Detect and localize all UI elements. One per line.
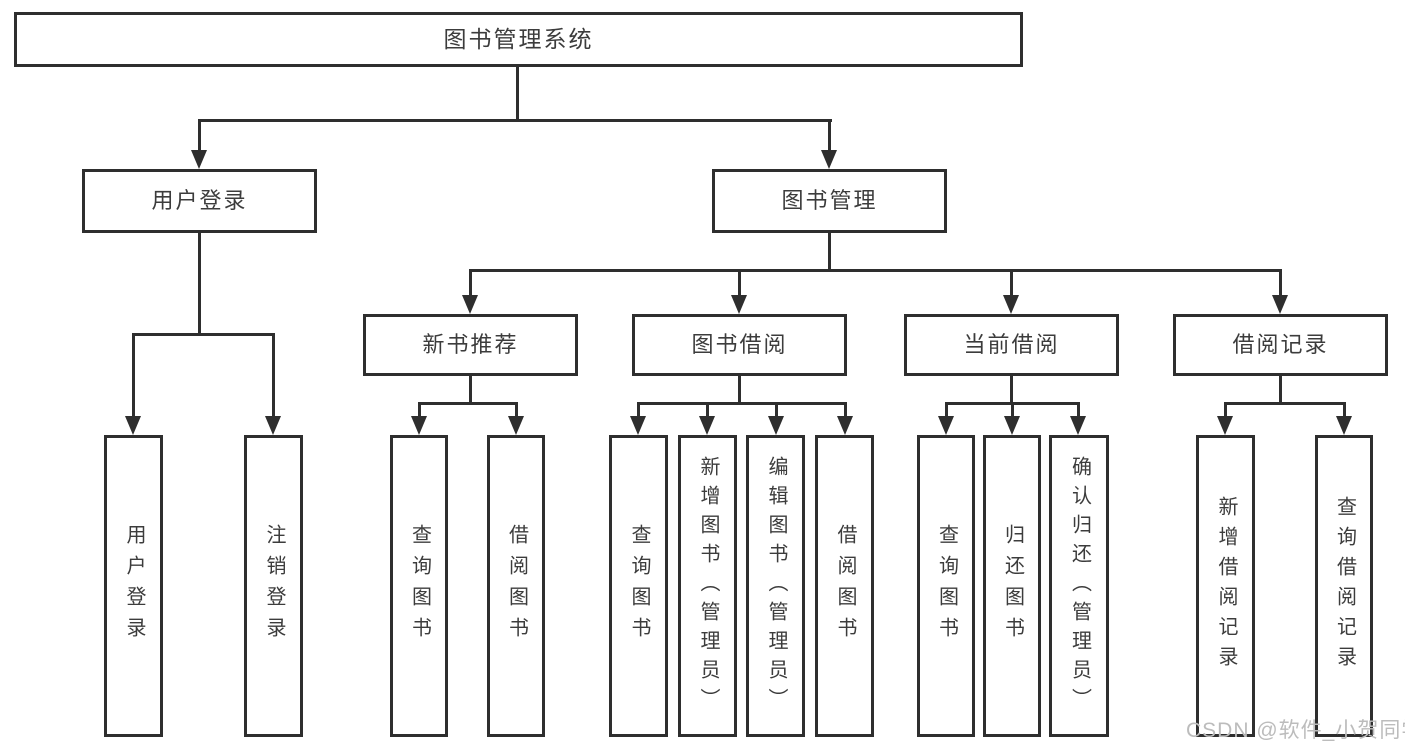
node-label: 新书推荐 [422,332,519,358]
connector-arrowhead-icon [191,150,207,169]
connector-arrow-shaft [1279,269,1282,299]
connector-line [198,233,201,336]
node-label: 借阅记录 [1232,332,1329,358]
node-leaf-edit-books-admin: 编辑图书（管理员） [746,435,805,737]
node-leaf-query-books-rec: 查询图书 [390,435,448,737]
connector-arrow-shaft [469,269,472,299]
node-leaf-return-books: 归还图书 [983,435,1041,737]
connector-line [1279,376,1282,405]
node-user-login: 用户登录 [82,169,317,233]
connector-arrowhead-icon [699,416,715,435]
node-label: 查询图书 [408,524,431,648]
connector-arrowhead-icon [630,416,646,435]
node-label: 当前借阅 [963,332,1060,358]
node-borrowing-records: 借阅记录 [1173,314,1388,376]
node-book-borrowing: 图书借阅 [632,314,847,376]
connector-arrow-shaft [418,402,421,420]
csdn-watermark: CSDN @软件_小贺同学 [1186,719,1405,742]
node-label: 借阅图书 [834,524,856,648]
connector-arrowhead-icon [821,150,837,169]
node-label: 确认归还（管理员） [1068,455,1091,717]
node-leaf-query-books-borrow: 查询图书 [609,435,668,737]
connector-line [469,376,472,405]
connector-arrowhead-icon [731,295,747,314]
node-leaf-borrow-books: 借阅图书 [815,435,874,737]
connector-arrowhead-icon [837,416,853,435]
node-library-system: 图书管理系统 [14,12,1023,67]
node-label: 归还图书 [1001,524,1024,648]
connector-arrowhead-icon [1004,416,1020,435]
connector-arrow-shaft [198,119,201,154]
connector-arrow-shaft [706,402,709,420]
connector-line [738,376,741,405]
connector-line [1224,402,1346,405]
node-current-borrowing: 当前借阅 [904,314,1119,376]
connector-line [132,333,275,336]
node-label: 查询借阅记录 [1333,496,1356,676]
connector-line [637,402,846,405]
node-label: 用户登录 [151,188,248,214]
connector-arrow-shaft [1077,402,1080,420]
node-leaf-borrow-books-rec: 借阅图书 [487,435,545,737]
connector-arrow-shaft [515,402,518,420]
connector-arrowhead-icon [125,416,141,435]
node-label: 查询图书 [628,524,650,648]
connector-arrow-shaft [1010,269,1013,299]
connector-arrowhead-icon [462,295,478,314]
node-label: 新增图书（管理员） [697,455,719,717]
node-label: 借阅图书 [505,524,528,648]
node-leaf-query-borrow-record: 查询借阅记录 [1315,435,1373,737]
node-leaf-add-borrow-record: 新增借阅记录 [1196,435,1255,737]
connector-line [469,269,1282,272]
node-label: 查询图书 [935,524,958,648]
connector-arrowhead-icon [938,416,954,435]
connector-arrowhead-icon [1070,416,1086,435]
node-label: 用户登录 [123,524,145,648]
node-leaf-add-books-admin: 新增图书（管理员） [678,435,737,737]
node-label: 图书管理系统 [443,26,594,53]
connector-arrowhead-icon [265,416,281,435]
connector-arrow-shaft [1343,402,1346,420]
connector-arrowhead-icon [1336,416,1352,435]
connector-arrowhead-icon [508,416,524,435]
connector-arrow-shaft [1011,402,1014,420]
node-book-management: 图书管理 [712,169,947,233]
connector-line [198,119,832,122]
node-leaf-confirm-return-admin: 确认归还（管理员） [1049,435,1109,737]
node-label: 新增借阅记录 [1215,496,1237,676]
node-label: 图书管理 [781,188,878,214]
connector-arrow-shaft [945,402,948,420]
connector-arrowhead-icon [1272,295,1288,314]
node-new-book-recommend: 新书推荐 [363,314,578,376]
connector-arrow-shaft [637,402,640,420]
node-label: 注销登录 [263,524,285,648]
connector-arrowhead-icon [411,416,427,435]
node-leaf-query-books-current: 查询图书 [917,435,975,737]
connector-arrow-shaft [272,333,275,420]
connector-arrowhead-icon [768,416,784,435]
node-leaf-user-login: 用户登录 [104,435,163,737]
node-leaf-logout: 注销登录 [244,435,303,737]
connector-arrow-shaft [844,402,847,420]
connector-arrow-shaft [828,119,831,154]
connector-arrowhead-icon [1217,416,1233,435]
connector-line [828,233,831,272]
connector-arrow-shaft [775,402,778,420]
connector-arrow-shaft [1224,402,1227,420]
connector-line [418,402,518,405]
connector-arrow-shaft [132,333,135,420]
connector-line [1010,376,1013,405]
node-label: 编辑图书（管理员） [765,455,787,717]
connector-arrowhead-icon [1003,295,1019,314]
connector-line [516,67,519,121]
node-label: 图书借阅 [691,332,788,358]
connector-arrow-shaft [738,269,741,299]
